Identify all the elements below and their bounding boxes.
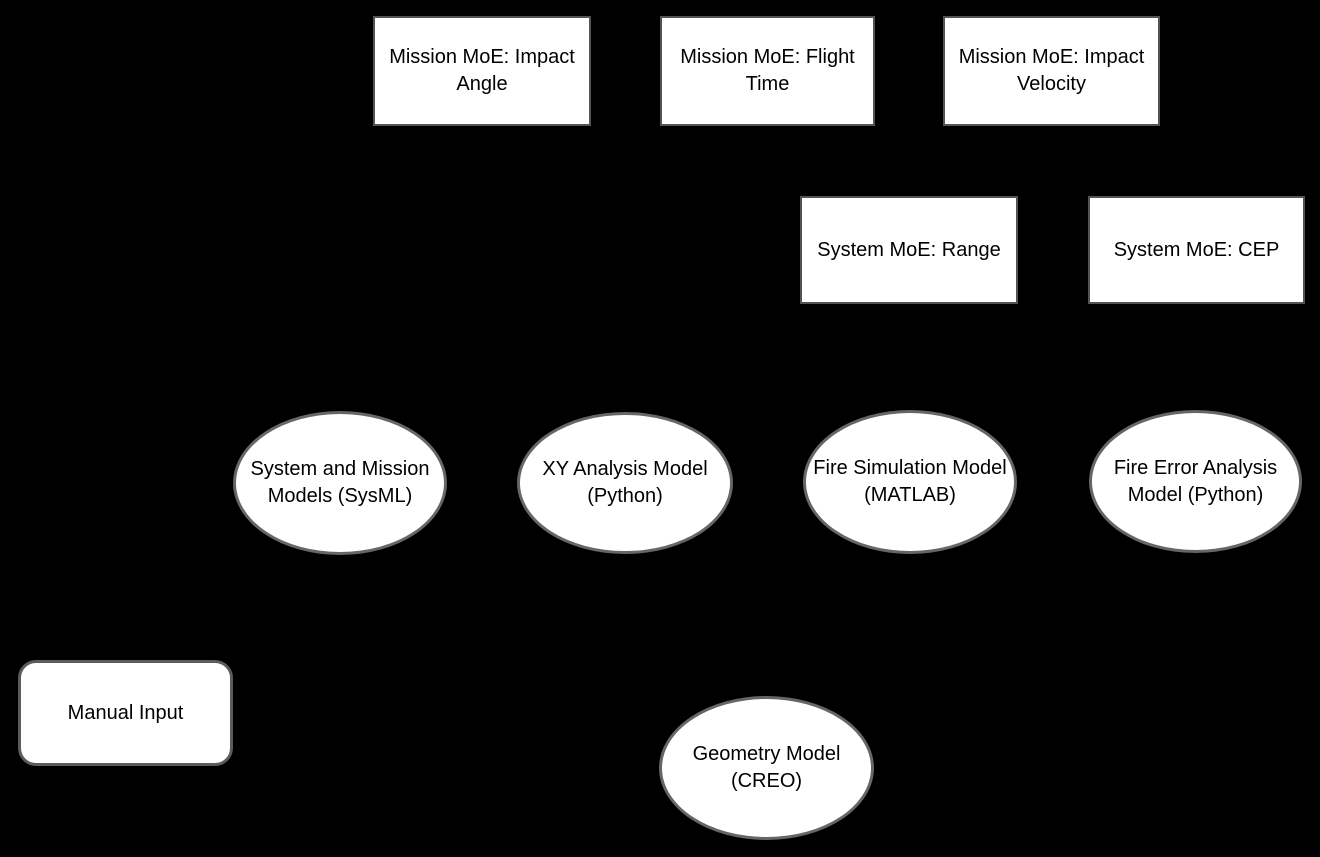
node-label: Fire Simulation Model (MATLAB) bbox=[813, 457, 1007, 506]
node-manual-input: Manual Input bbox=[18, 660, 233, 766]
node-label: Geometry Model (CREO) bbox=[692, 743, 841, 792]
node-mission-moe-impact-velocity: Mission MoE: Impact Velocity bbox=[943, 16, 1160, 126]
node-label: Mission MoE: Flight Time bbox=[680, 46, 855, 95]
node-label: Mission MoE: Impact Angle bbox=[389, 46, 575, 95]
node-mission-moe-impact-angle: Mission MoE: Impact Angle bbox=[373, 16, 591, 126]
node-xy-analysis-model: XY Analysis Model (Python) bbox=[517, 412, 733, 554]
node-label: Fire Error Analysis Model (Python) bbox=[1113, 456, 1278, 506]
node-label: System MoE: CEP bbox=[1113, 238, 1280, 261]
node-system-and-mission-models: System and Mission Models (SysML) bbox=[233, 411, 447, 555]
node-system-moe-cep: System MoE: CEP bbox=[1088, 196, 1305, 304]
node-fire-error-analysis-model: Fire Error Analysis Model (Python) bbox=[1089, 410, 1302, 553]
node-geometry-model: Geometry Model (CREO) bbox=[659, 696, 874, 840]
node-label: Manual Input bbox=[67, 701, 184, 724]
node-label: System and Mission Models (SysML) bbox=[250, 458, 430, 507]
node-label: XY Analysis Model (Python) bbox=[542, 458, 708, 507]
node-system-moe-range: System MoE: Range bbox=[800, 196, 1018, 304]
node-fire-simulation-model: Fire Simulation Model (MATLAB) bbox=[803, 410, 1017, 554]
node-mission-moe-flight-time: Mission MoE: Flight Time bbox=[660, 16, 875, 126]
node-label: Mission MoE: Impact Velocity bbox=[958, 46, 1145, 95]
node-label: System MoE: Range bbox=[817, 238, 1001, 261]
